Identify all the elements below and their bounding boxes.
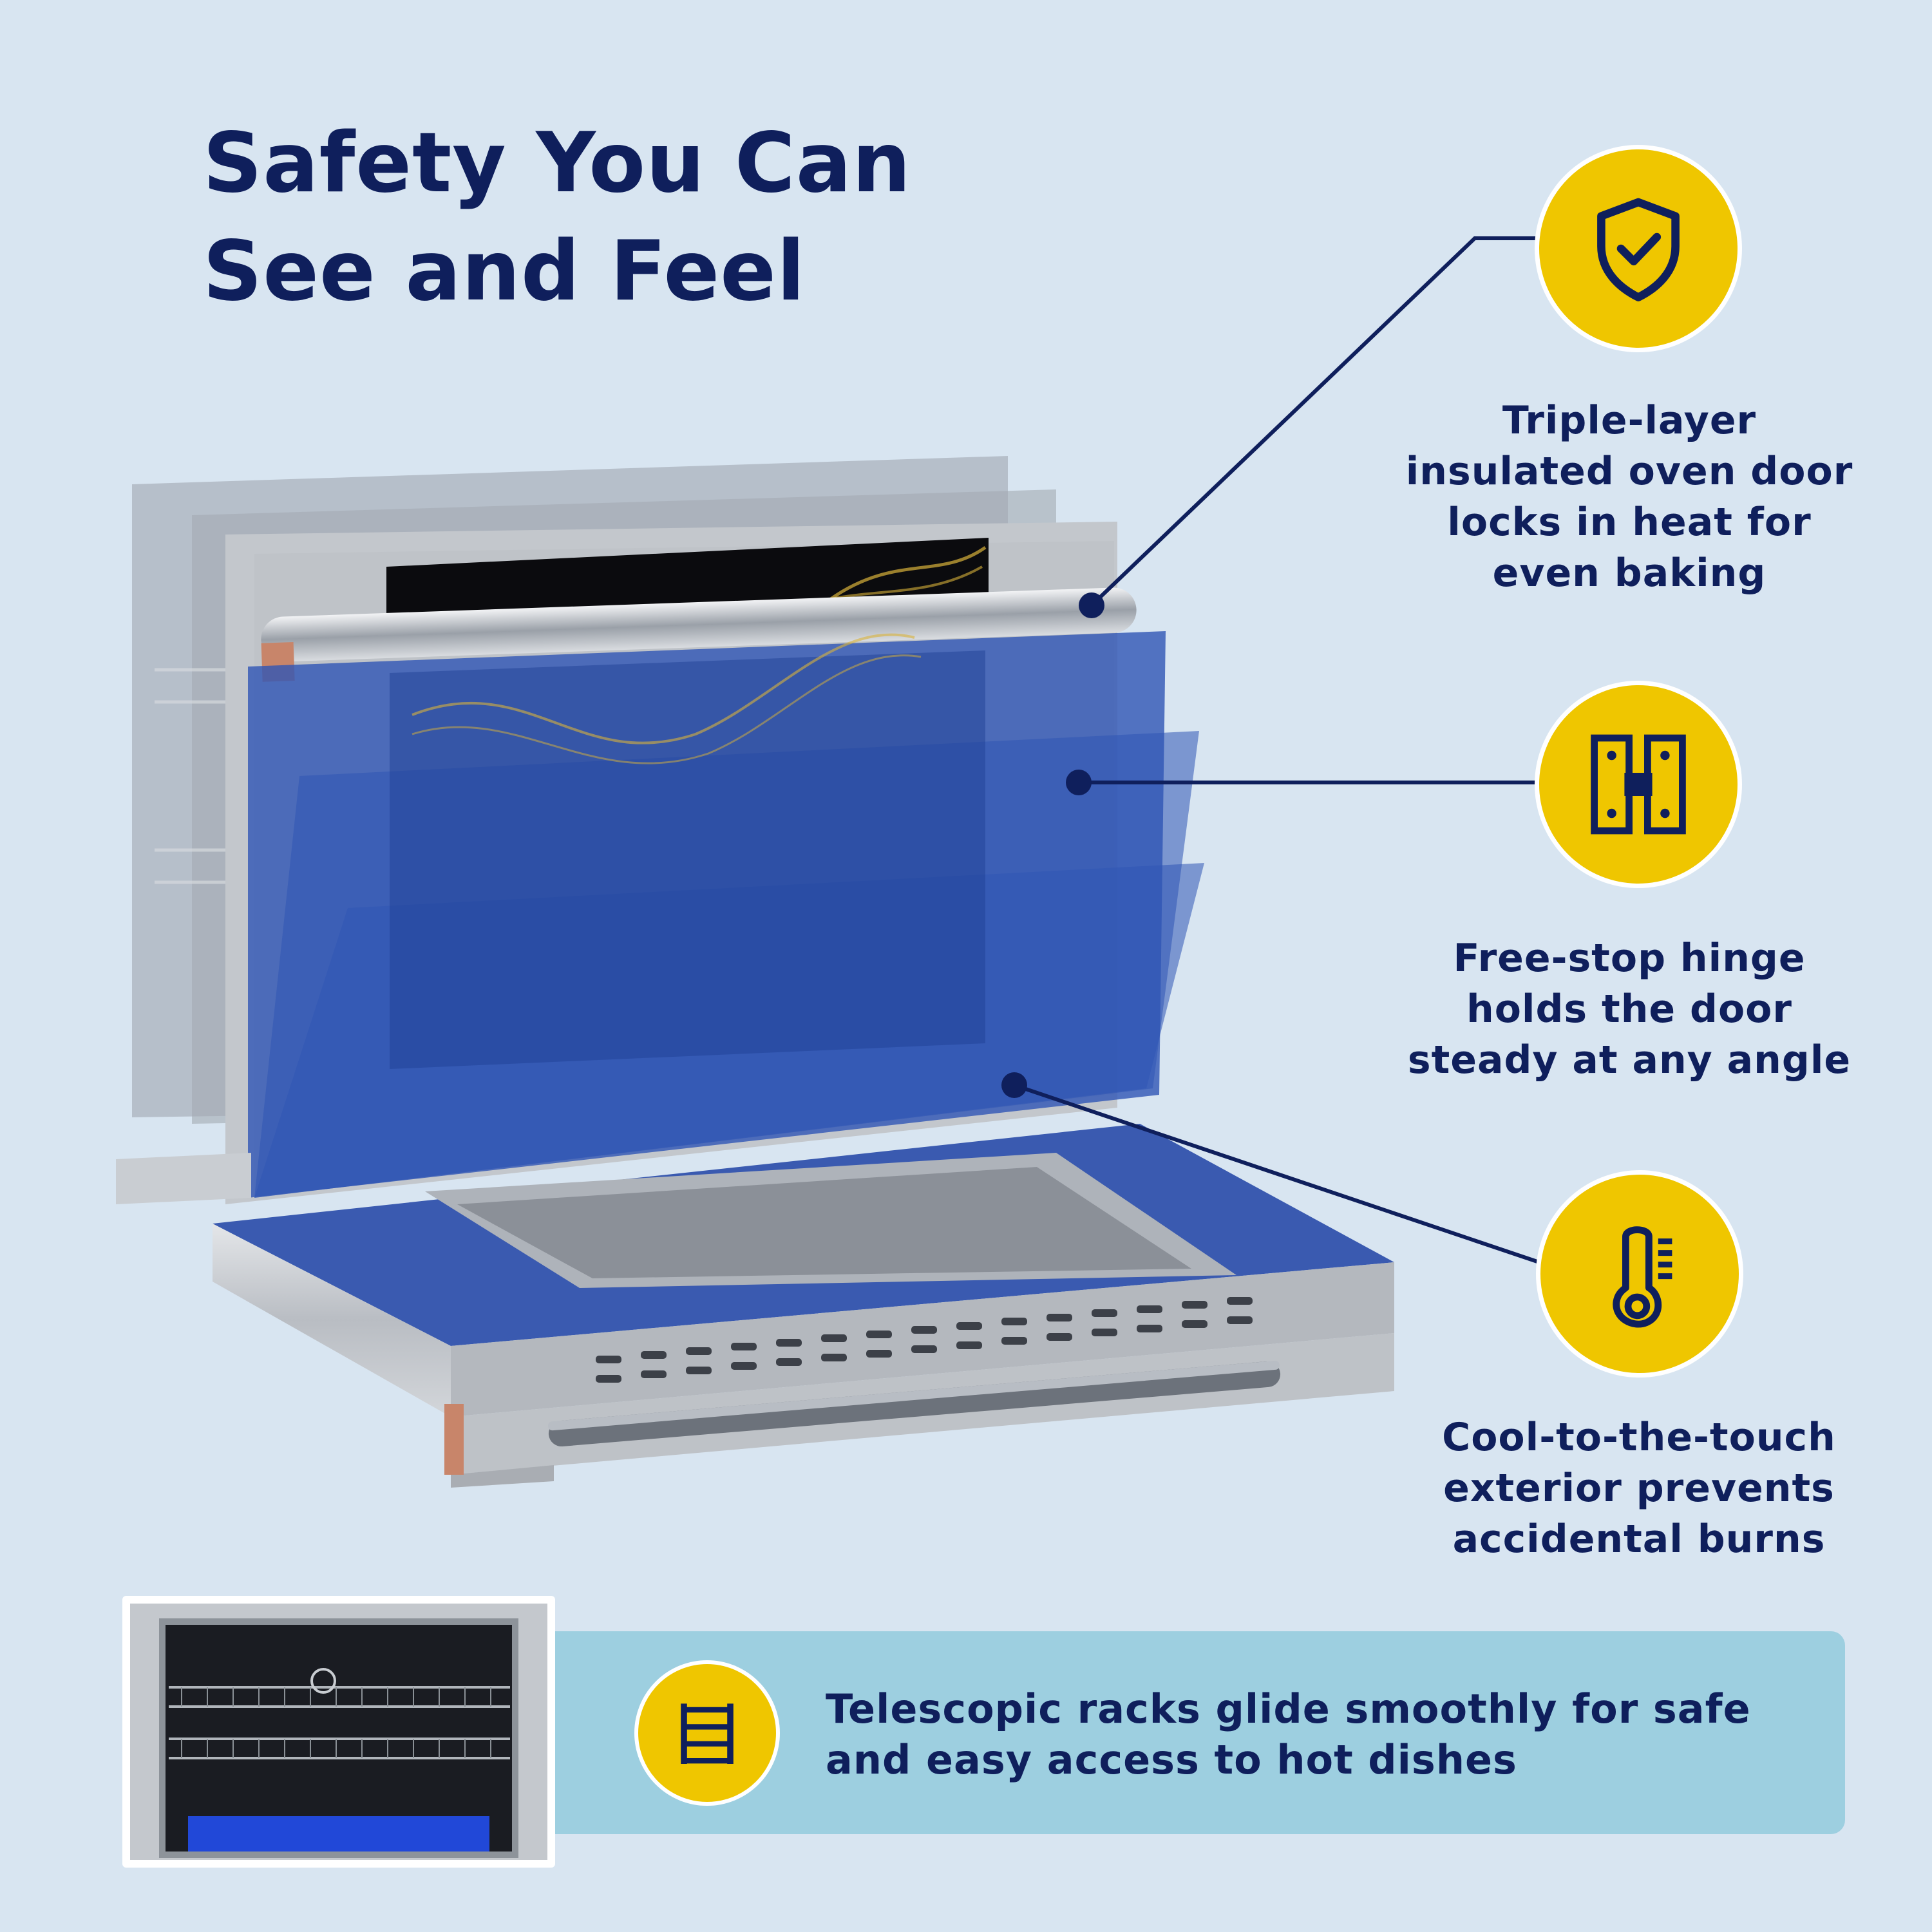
feature-line: steady at any angle	[1407, 1037, 1852, 1083]
callout-lines	[1014, 236, 1540, 1264]
banner-line: Telescopic racks glide smoothly for safe	[826, 1685, 1751, 1732]
rack-icon	[681, 1703, 734, 1764]
feature-badge-cool-touch	[1536, 1170, 1743, 1378]
thermometer-icon	[1613, 1226, 1672, 1328]
callout-dots	[1001, 592, 1104, 1098]
door-glass-panels	[248, 631, 1204, 1198]
shield-check-icon	[1597, 198, 1680, 301]
banner-text: Telescopic racks glide smoothly for safe…	[826, 1683, 1792, 1785]
feature-line: locks in heat for	[1447, 500, 1812, 545]
feature-badge-hinge	[1535, 681, 1742, 888]
feature-text-cool-touch: Cool-to-the-touch exterior prevents acci…	[1381, 1412, 1897, 1565]
hinge-icon	[1591, 734, 1686, 835]
title-line-2: See and Feel	[203, 223, 806, 319]
feature-line: holds the door	[1466, 987, 1792, 1032]
banner-badge	[634, 1660, 780, 1806]
page-title: Safety You Can See and Feel	[203, 109, 911, 326]
banner-line: and easy access to hot dishes	[826, 1736, 1517, 1783]
oven-interior-image	[130, 1604, 547, 1860]
feature-line: even baking	[1492, 551, 1766, 596]
oven-interior-photo	[122, 1596, 555, 1868]
feature-badge-insulation	[1535, 145, 1742, 352]
bottom-handle	[444, 1360, 1281, 1475]
feature-text-hinge: Free-stop hinge holds the door steady at…	[1372, 933, 1887, 1086]
feature-line: Cool-to-the-touch	[1442, 1415, 1836, 1460]
feature-line: Free-stop hinge	[1453, 936, 1806, 981]
feature-line: Triple-layer	[1502, 398, 1757, 443]
feature-text-insulation: Triple-layer insulated oven door locks i…	[1372, 395, 1887, 599]
feature-line: insulated oven door	[1405, 449, 1853, 494]
feature-line: exterior prevents	[1443, 1466, 1835, 1511]
title-line-1: Safety You Can	[203, 115, 912, 211]
feature-line: accidental burns	[1452, 1517, 1826, 1562]
